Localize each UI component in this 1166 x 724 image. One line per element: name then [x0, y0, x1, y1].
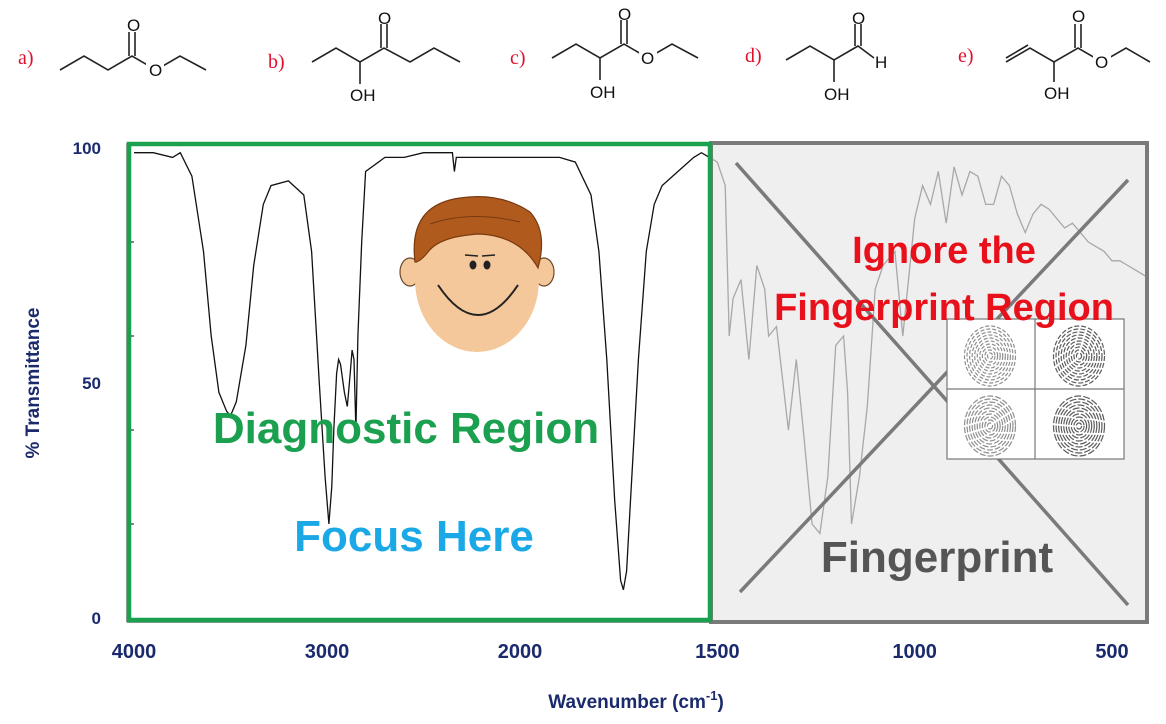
option-e-label: e) [958, 45, 974, 67]
option-d-label: d) [745, 45, 762, 67]
y-tick-label-50: 50 [82, 374, 101, 393]
atom-ketone-o: O [378, 9, 391, 28]
fingerprint-icon [963, 325, 1017, 387]
x-tick-label-1500: 1500 [695, 641, 740, 663]
fingerprint-images [946, 318, 1125, 460]
option-b: b) O OH [268, 9, 461, 105]
ignore-fingerprint-label-line2: Fingerprint Region [774, 287, 1114, 329]
option-b-label: b) [268, 51, 285, 73]
x-tick-label-1000: 1000 [892, 641, 937, 663]
y-tick-label-0: 0 [92, 609, 101, 628]
atom-hydroxyl: OH [1044, 84, 1070, 103]
option-e: e) O O OH [958, 7, 1151, 103]
y-tick-labels: 0 50 100 [73, 139, 101, 628]
diagnostic-region-label: Diagnostic Region [213, 404, 599, 453]
option-c: c) O O OH [510, 5, 699, 102]
atom-ester-o: O [641, 49, 654, 68]
focus-here-label: Focus Here [294, 512, 534, 561]
atom-carbonyl-o: O [1072, 7, 1085, 26]
x-axis-title-sup: -1 [706, 688, 718, 703]
ignore-fingerprint-label-line1: Ignore the [852, 230, 1036, 272]
cross-line-2 [738, 178, 1130, 594]
option-d: d) O H OH [745, 9, 887, 104]
option-a: a) O O [18, 16, 207, 80]
x-axis-title-end: ) [717, 692, 723, 713]
atom-aldehyde-h: H [875, 53, 887, 72]
cross-line-1 [734, 161, 1130, 607]
x-axis-title: Wavenumber (cm-1) [548, 688, 724, 713]
fingerprint-icon [1052, 395, 1106, 457]
atom-carbonyl-o: O [618, 5, 631, 24]
x-axis-title-text: Wavenumber (cm [548, 692, 706, 713]
x-tick-labels: 4000 3000 2000 1500 1000 500 [112, 641, 1129, 663]
smiling-face-icon [399, 196, 555, 352]
atom-carbonyl-o: O [127, 16, 140, 35]
x-tick-label-4000: 4000 [112, 641, 157, 663]
fingerprint-icon [1052, 325, 1106, 387]
atom-ester-o: O [149, 61, 162, 80]
fingerprint-icon [963, 395, 1017, 457]
y-axis-title: % Transmittance [23, 308, 44, 459]
atom-hydroxyl: OH [824, 85, 850, 104]
option-c-label: c) [510, 47, 526, 69]
option-a-label: a) [18, 47, 34, 69]
x-tick-label-2000: 2000 [498, 641, 543, 663]
atom-hydroxyl: OH [590, 83, 616, 102]
spectrum-line-diagnostic [134, 151, 711, 590]
atom-hydroxyl: OH [350, 86, 376, 105]
x-tick-label-3000: 3000 [305, 641, 350, 663]
x-tick-label-500: 500 [1095, 641, 1128, 663]
diagnostic-region-border [126, 141, 713, 623]
spectrum-line-fingerprint [711, 157, 1147, 535]
y-tick-label-100: 100 [73, 139, 101, 158]
fingerprint-label: Fingerprint [821, 533, 1054, 582]
atom-ester-o: O [1095, 53, 1108, 72]
atom-aldehyde-o: O [852, 9, 865, 28]
